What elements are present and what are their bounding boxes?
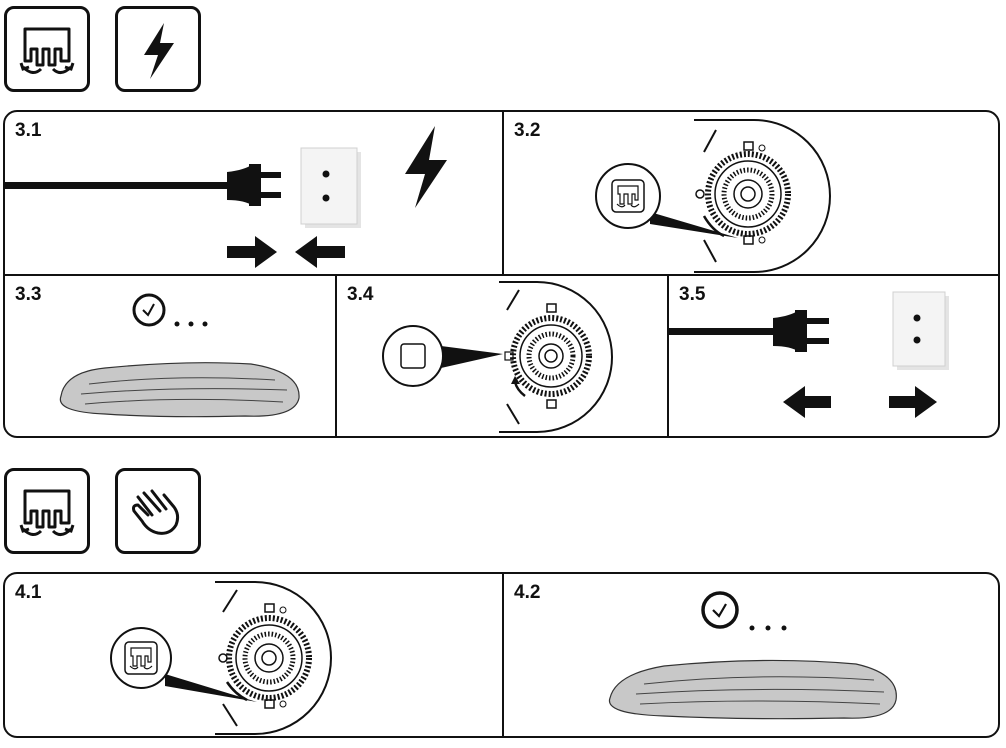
lightning-bolt-icon — [405, 126, 447, 208]
plug-in-illustration — [5, 126, 447, 268]
thawing-food-illustration — [59, 293, 300, 418]
clock-icon — [701, 591, 787, 631]
control-knob-icon — [226, 615, 312, 701]
defrost-icon — [19, 489, 75, 536]
defrost-icon — [19, 27, 75, 74]
step-3-2: 3.2 — [504, 112, 998, 274]
control-knob-icon — [705, 151, 791, 237]
power-icon-box — [115, 6, 201, 92]
step-label: 3.2 — [514, 120, 541, 141]
arrows-apart — [783, 386, 937, 418]
steps-row-4: 4.1 — [3, 572, 1000, 738]
lightning-bolt-icon — [144, 23, 174, 79]
step-4-1: 4.1 — [5, 574, 502, 736]
step-3-3: 3.3 — [5, 276, 335, 436]
step-label: 3.3 — [15, 284, 42, 305]
stop-button-icon — [400, 343, 426, 369]
step-4-2: 4.2 — [504, 574, 998, 736]
steps-row-3b: 3.3 3.4 — [3, 274, 1000, 438]
defrost-mode-icon-box — [4, 6, 90, 92]
step-label: 4.1 — [15, 582, 42, 603]
step-label: 3.4 — [347, 284, 374, 305]
power-plug-icon — [5, 164, 281, 206]
wall-socket-icon — [300, 147, 361, 228]
defrost-icon — [611, 179, 645, 213]
control-knob-icon — [510, 315, 592, 397]
control-knob-illustration — [595, 119, 831, 273]
manual-icon-box — [115, 468, 201, 554]
thawing-food-illustration — [608, 591, 897, 720]
step-3-5: 3.5 — [669, 276, 998, 436]
step-3-4: 3.4 — [337, 276, 667, 436]
defrost-icon — [124, 641, 158, 675]
steps-row-3a: 3.1 3.2 — [3, 110, 1000, 276]
unplug-illustration — [669, 291, 949, 418]
clock-icon — [132, 293, 208, 327]
defrost-mode-icon-box-2 — [4, 468, 90, 554]
control-knob-illustration — [110, 581, 332, 735]
power-plug-icon — [669, 310, 829, 352]
hand-icon — [132, 489, 180, 535]
arrows-toward — [227, 236, 345, 268]
step-3-1: 3.1 — [5, 112, 502, 274]
step-label: 3.1 — [15, 120, 42, 141]
wall-socket-icon — [892, 291, 949, 370]
step-label: 4.2 — [514, 582, 541, 603]
frozen-food — [59, 362, 300, 418]
step-label: 3.5 — [679, 284, 706, 305]
control-knob-illustration — [382, 281, 613, 433]
